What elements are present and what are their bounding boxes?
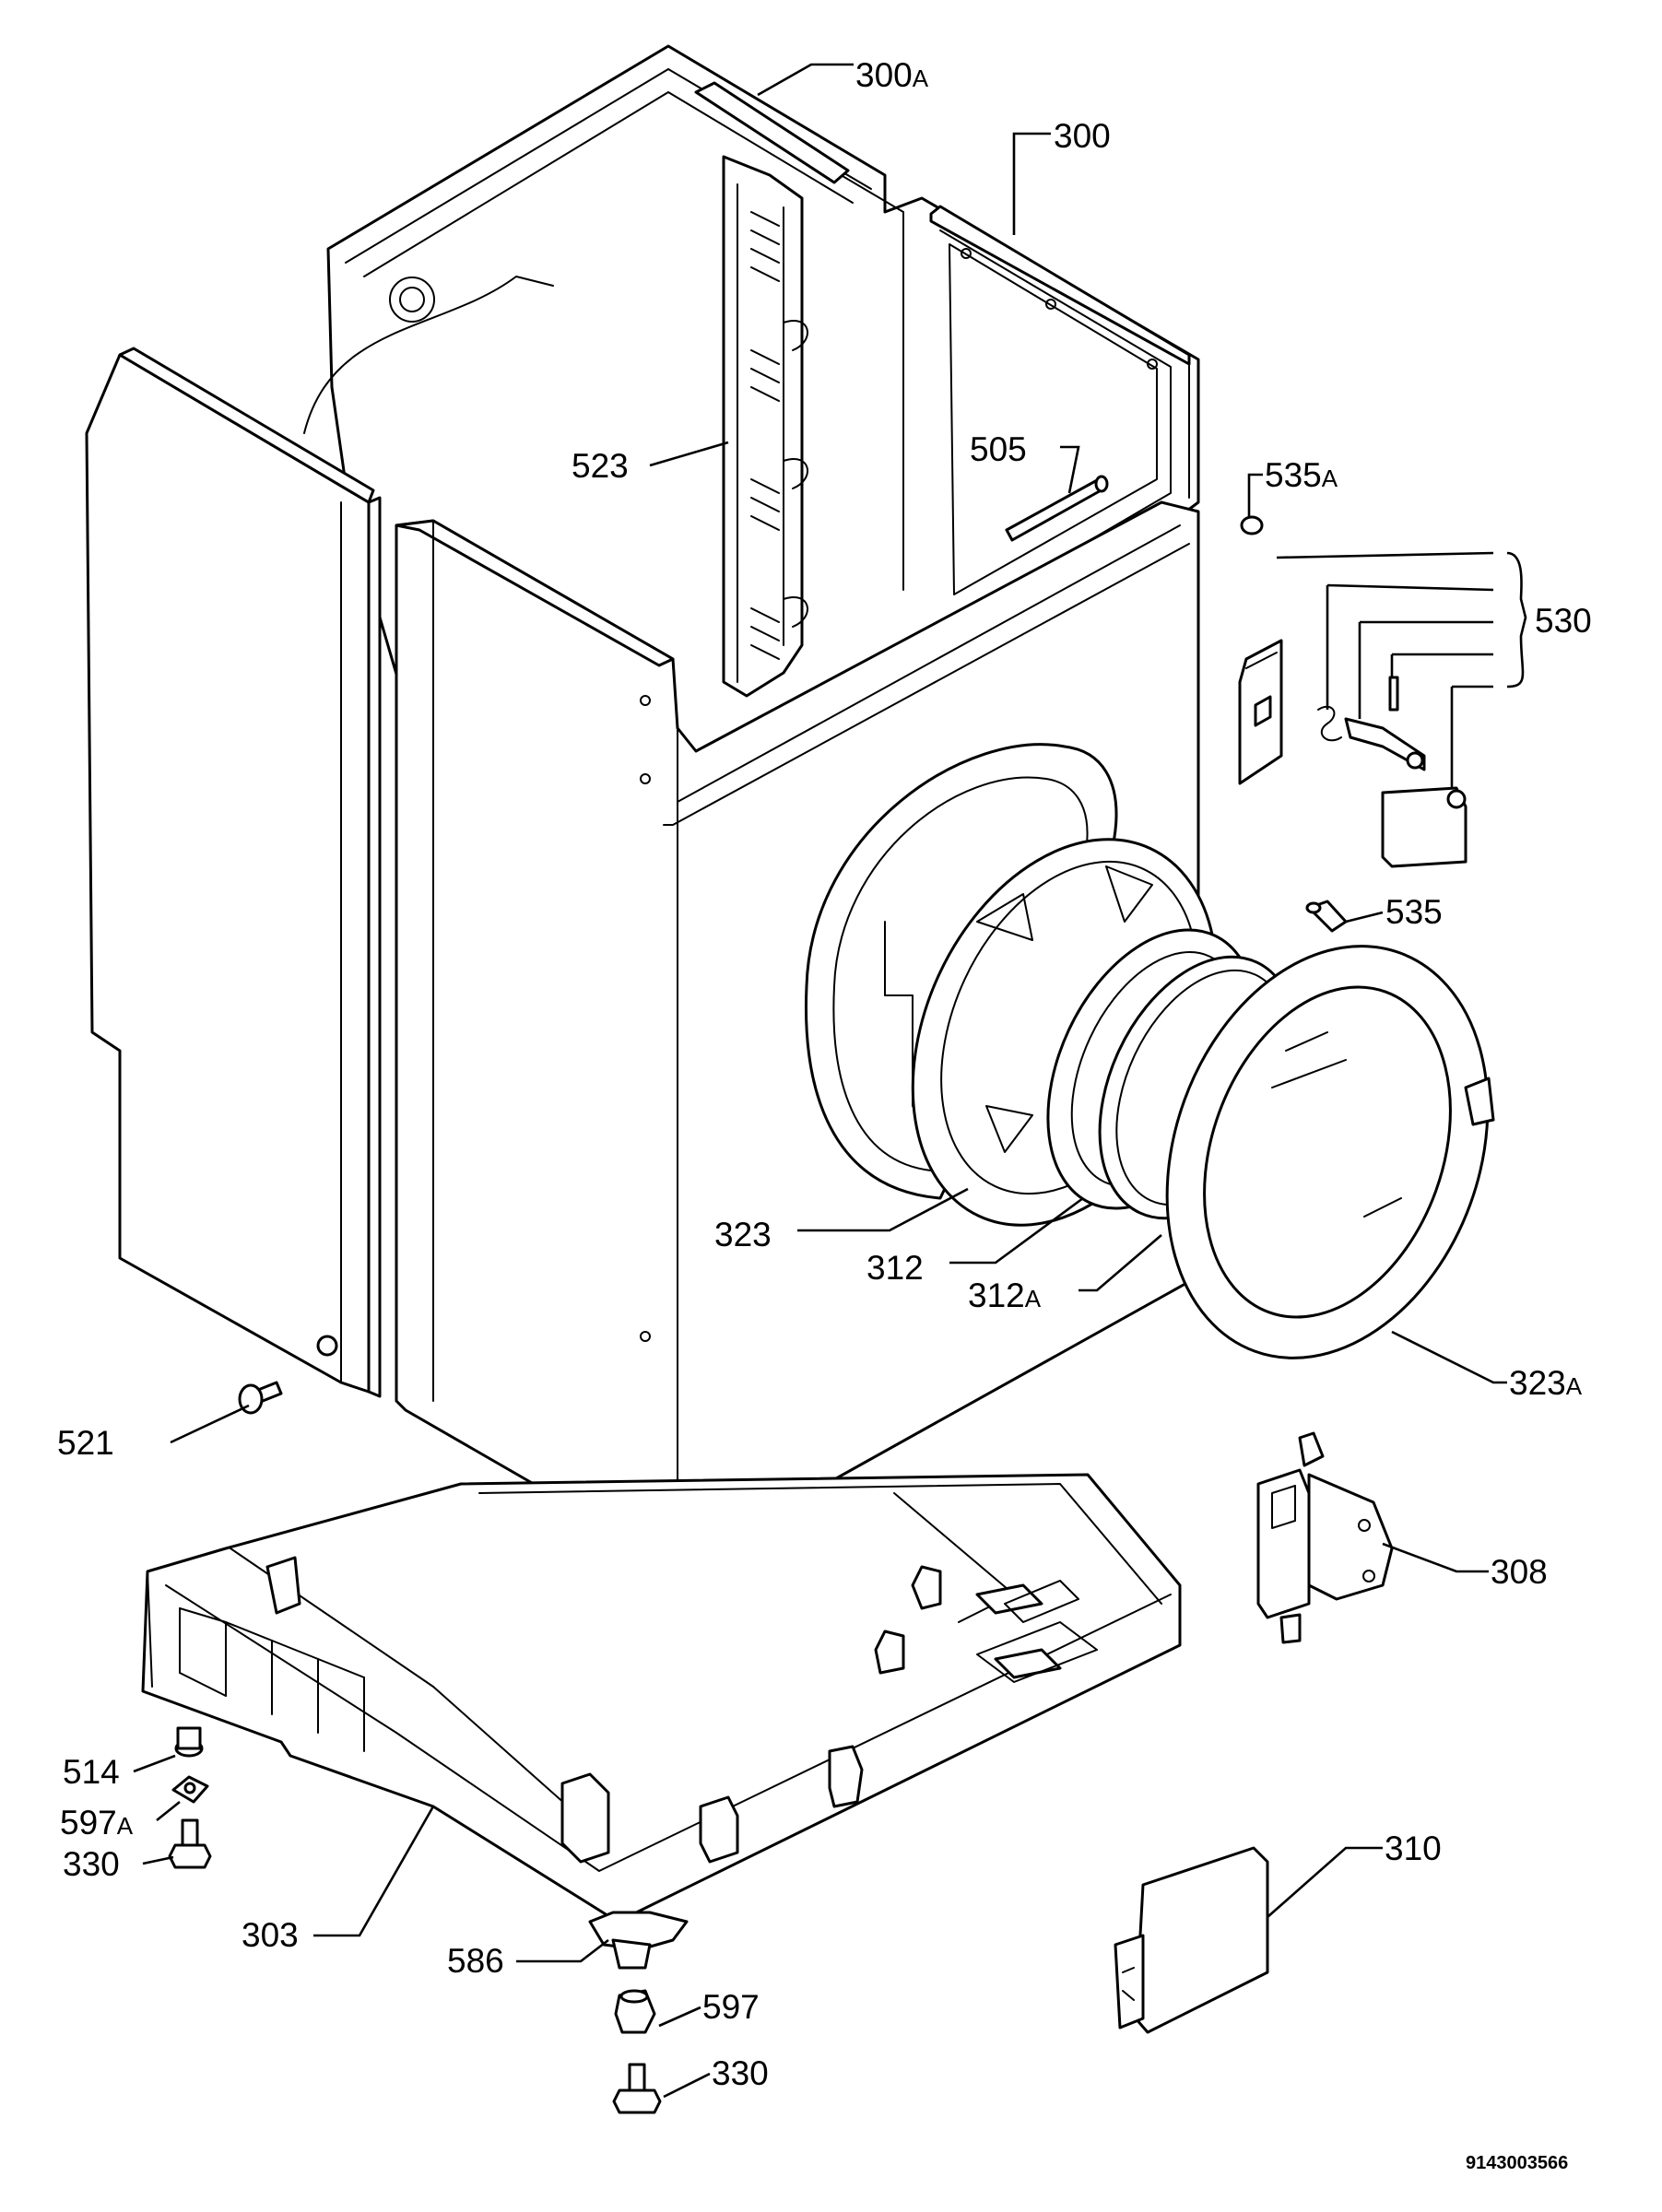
leader-597a (156, 1800, 181, 1822)
screw-330-bottom (612, 2063, 662, 2114)
leader-505 (1060, 445, 1080, 494)
leader-303 (313, 1806, 435, 1937)
label-535a: 535A (1265, 456, 1338, 494)
label-300a: 300A (855, 56, 929, 94)
label-523: 523 (572, 447, 629, 485)
label-312: 312 (866, 1249, 924, 1287)
leader-514 (133, 1754, 176, 1773)
leader-530-a (1276, 551, 1494, 559)
leader-530-e (1450, 685, 1493, 788)
label-323: 323 (714, 1216, 772, 1253)
nut-597a (171, 1775, 209, 1804)
label-312a: 312A (968, 1277, 1042, 1314)
right-frame-300 (929, 205, 1191, 370)
part-labels: 300A 300 523 505 535A 530 535 323 312 31… (57, 56, 1592, 2092)
strut-523 (722, 155, 808, 698)
foot-586 (588, 1911, 689, 1970)
rod-505 (1005, 475, 1109, 542)
hinge-block (1381, 786, 1468, 868)
service-flap-310 (1114, 1846, 1269, 2034)
leader-586 (516, 1938, 609, 1963)
label-521: 521 (57, 1424, 114, 1462)
pin-535 (1305, 900, 1348, 933)
leader-312a (1079, 1234, 1162, 1292)
screw-521 (238, 1381, 283, 1415)
hinge-pin (1388, 676, 1399, 712)
leader-300 (1012, 132, 1051, 235)
leader-523 (649, 441, 729, 467)
leader-312 (949, 1196, 1084, 1265)
hinge-lever (1344, 717, 1426, 771)
leader-330-bottom (663, 2072, 711, 2099)
leader-521 (170, 1404, 250, 1444)
hinge-plate (1238, 639, 1283, 785)
label-303: 303 (242, 1916, 299, 1954)
door-ring-323a (1165, 945, 1495, 1359)
leader-330-left (142, 1855, 174, 1865)
leader-530-d (1390, 653, 1493, 677)
leader-535a (1247, 473, 1263, 516)
leader-lines (133, 63, 1507, 2099)
drawing-code: 9143003566 (1466, 2153, 1568, 2173)
cap-535a (1240, 515, 1264, 535)
nut-597 (614, 1989, 656, 2034)
hinge-spring (1317, 705, 1342, 742)
leader-530-b (1326, 583, 1494, 710)
label-308: 308 (1491, 1553, 1548, 1591)
screw-330-left (168, 1818, 212, 1869)
left-side-panel (85, 347, 382, 1398)
leader-308 (1382, 1542, 1489, 1573)
leader-310 (1267, 1846, 1383, 1918)
door-lock-308 (1256, 1431, 1394, 1644)
top-rail-300a (694, 81, 850, 184)
label-597a: 597A (60, 1804, 134, 1841)
screw-514 (174, 1726, 204, 1758)
leader-597 (658, 2006, 701, 2028)
leader-300a (757, 63, 854, 97)
base-ribs (179, 1607, 365, 1752)
label-530: 530 (1535, 602, 1592, 640)
label-505: 505 (970, 430, 1027, 468)
label-586: 586 (447, 1942, 504, 1980)
label-323a: 323A (1509, 1364, 1583, 1402)
label-300: 300 (1054, 117, 1111, 155)
label-330-left: 330 (63, 1845, 120, 1883)
label-330-bottom: 330 (712, 2054, 769, 2092)
label-310: 310 (1385, 1830, 1442, 1867)
leader-323a (1391, 1330, 1507, 1384)
label-597: 597 (702, 1988, 760, 2026)
leader-535 (1345, 911, 1384, 924)
label-535: 535 (1385, 893, 1443, 931)
leader-323 (797, 1187, 969, 1232)
leader-530-c (1358, 620, 1493, 719)
label-514: 514 (63, 1753, 120, 1791)
brace-530 (1506, 551, 1527, 688)
base-frame-303 (141, 1473, 1182, 1924)
strut-ribs (750, 211, 780, 660)
